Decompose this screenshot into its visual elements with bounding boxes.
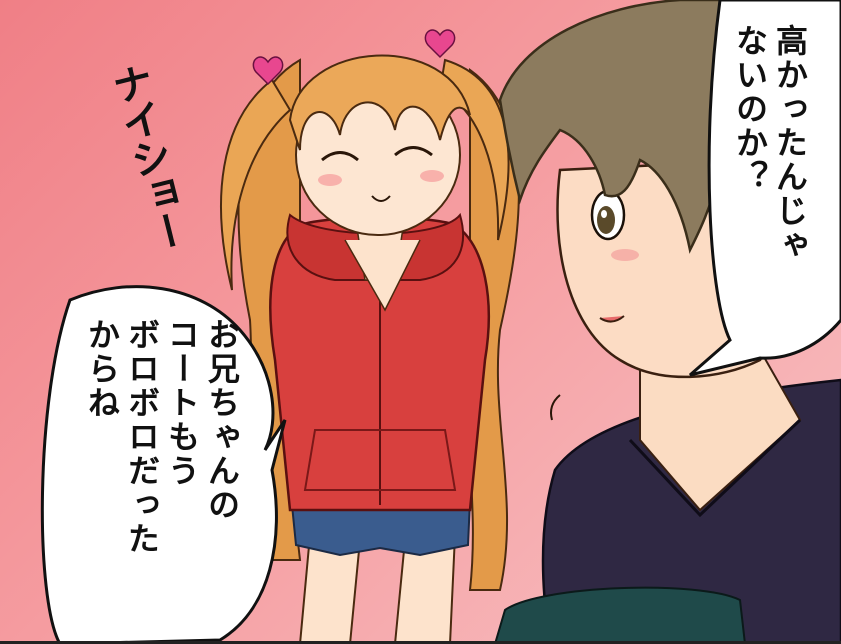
girl-hair-tie-left [252, 56, 284, 86]
speech-bubble-right [689, 0, 841, 377]
speech-line: ボロボロだった [123, 318, 161, 556]
girl-eye-left [321, 151, 359, 162]
speech-line: ないのか？ [731, 24, 769, 194]
speech-line: 高かったんじゃ [771, 24, 809, 262]
girl-twintail-left [220, 78, 292, 291]
boy-mouth [599, 315, 625, 323]
speech-line: からね [83, 318, 121, 420]
held-bag [494, 586, 746, 641]
speech-line: お兄ちゃんの [203, 318, 241, 522]
girl-eye-right [394, 146, 433, 157]
girl-mouth [371, 195, 391, 202]
speech-bubble-left [40, 285, 287, 641]
speech-bubble-right-text: 高かったんじゃ ないのか？ [730, 24, 810, 344]
girl-hair-tie-right [424, 29, 456, 59]
speech-bubble-left-text: お兄ちゃんの コートもう ボロボロだった からね [82, 318, 242, 628]
girl-twintail-right [438, 58, 510, 241]
speech-line: コートもう [163, 318, 201, 488]
girl-bangs [288, 54, 471, 151]
